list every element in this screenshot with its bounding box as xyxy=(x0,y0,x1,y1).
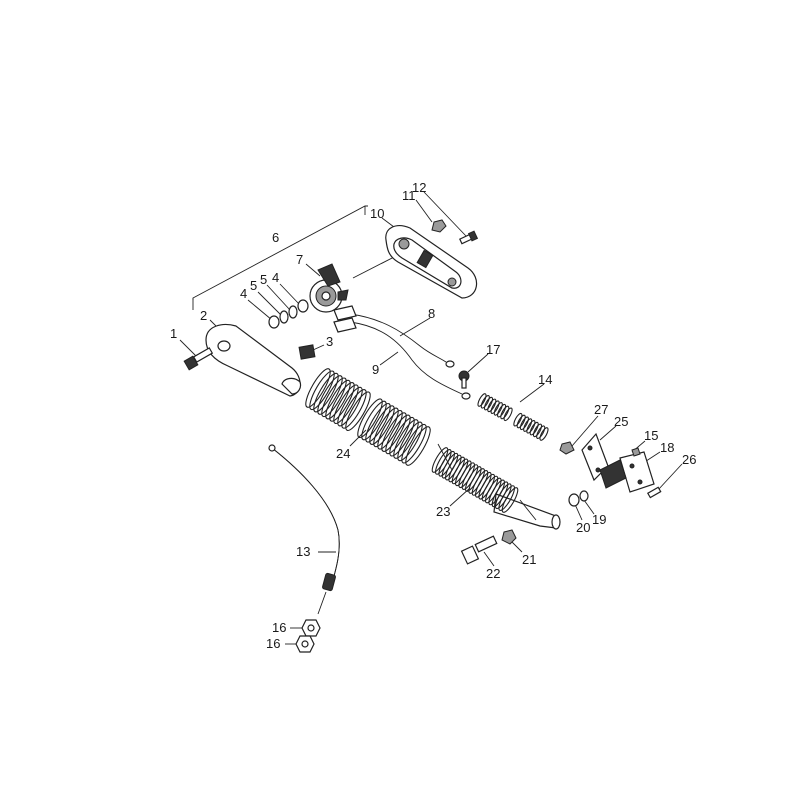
callout-9: 9 xyxy=(372,362,379,377)
part-14-grip xyxy=(477,393,549,441)
part-18-bracket xyxy=(599,451,655,493)
callout-16b: 16 xyxy=(266,636,280,651)
part-15-nut xyxy=(631,447,641,457)
callout-23: 23 xyxy=(436,504,450,519)
parts-16-nuts xyxy=(295,619,321,653)
callout-3: 3 xyxy=(326,334,333,349)
part-27-nut xyxy=(559,441,575,455)
callout-24: 24 xyxy=(336,446,350,461)
callout-4b: 4 xyxy=(272,270,279,285)
parts-8-9-wires xyxy=(333,305,471,400)
callout-2: 2 xyxy=(200,308,207,323)
callout-4a: 4 xyxy=(240,286,247,301)
callout-13: 13 xyxy=(296,544,310,559)
part-22-bolt xyxy=(460,535,498,565)
callout-11: 11 xyxy=(402,188,416,203)
callout-5b: 5 xyxy=(260,272,267,287)
part-11-nut xyxy=(431,219,447,233)
callout-1: 1 xyxy=(170,326,177,341)
callout-10: 10 xyxy=(370,206,384,221)
callout-8: 8 xyxy=(428,306,435,321)
part-10-handle-cover xyxy=(385,225,478,299)
callout-25: 25 xyxy=(614,414,628,429)
callout-26: 26 xyxy=(682,452,696,467)
callout-18: 18 xyxy=(660,440,674,455)
callout-12: 12 xyxy=(412,180,426,195)
part-23-coil xyxy=(431,447,519,513)
part-7-switch xyxy=(309,263,349,313)
part-1-bolt xyxy=(183,347,214,371)
callout-labels: 1 2 3 4 5 5 4 6 7 8 9 10 11 12 13 14 15 … xyxy=(170,180,696,651)
callout-22: 22 xyxy=(486,566,500,581)
part-24-coil xyxy=(305,368,431,466)
callout-14: 14 xyxy=(538,372,552,387)
part-2-handle-housing xyxy=(205,323,302,397)
part-26-screw xyxy=(646,486,662,499)
callout-6: 6 xyxy=(272,230,279,245)
parts-4-5-washers xyxy=(268,299,309,329)
part-17-screw xyxy=(458,370,470,389)
part-21-nut xyxy=(501,529,517,545)
callout-20: 20 xyxy=(576,520,590,535)
part-3-block xyxy=(298,344,316,360)
callout-15: 15 xyxy=(644,428,658,443)
callout-16a: 16 xyxy=(272,620,286,635)
callout-19: 19 xyxy=(592,512,606,527)
part-23-shaft xyxy=(437,443,561,530)
callout-21: 21 xyxy=(522,552,536,567)
callout-17: 17 xyxy=(486,342,500,357)
parts-19-20-washers xyxy=(568,490,589,507)
callout-5a: 5 xyxy=(250,278,257,293)
callout-27: 27 xyxy=(594,402,608,417)
part-12-screw xyxy=(459,230,479,245)
part-13-cable xyxy=(268,444,340,615)
callout-7: 7 xyxy=(296,252,303,267)
